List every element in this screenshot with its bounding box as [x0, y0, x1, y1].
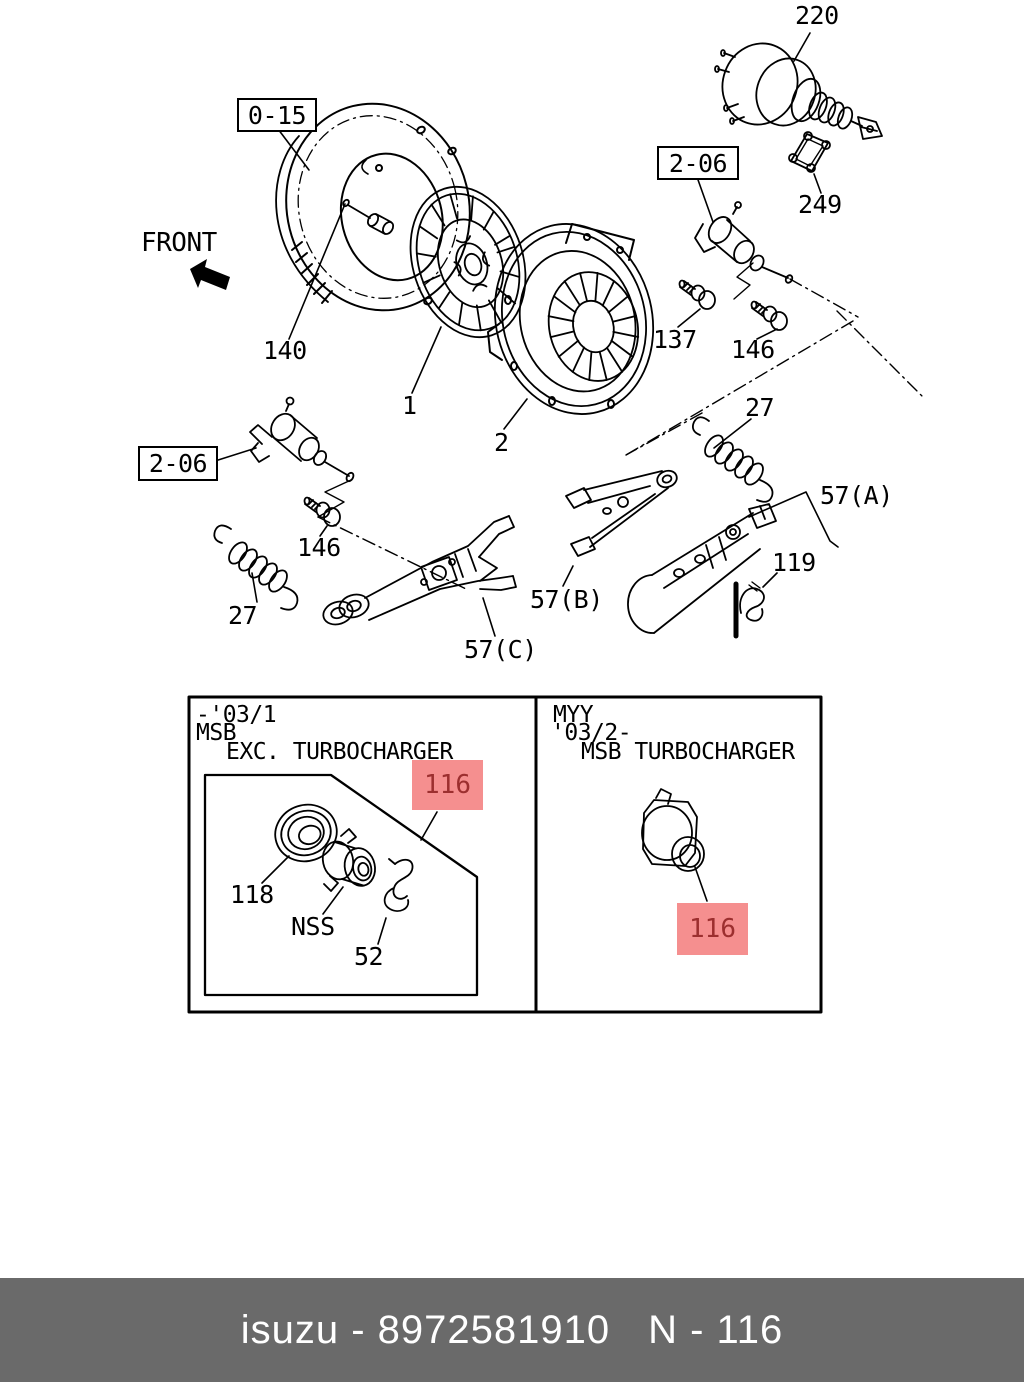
- release-fork-b-drawing: [565, 469, 678, 557]
- return-clip-drawing: [733, 581, 765, 639]
- section-ref-0-15[interactable]: 0-15: [237, 98, 317, 132]
- part-label-57a: 57(A): [820, 481, 893, 510]
- part-label-1: 1: [402, 391, 417, 420]
- part-label-249: 249: [798, 190, 842, 219]
- inset-left-model-line-1: -'03/1: [196, 702, 277, 728]
- zigzag-break-lines: [317, 262, 754, 518]
- part-label-57b: 57(B): [530, 585, 603, 614]
- inset-right-model-line-1: MYY: [553, 702, 594, 728]
- part-label-118: 118: [230, 880, 274, 909]
- section-ref-2-06-lower[interactable]: 2-06: [138, 446, 218, 481]
- spring-left-drawing: [213, 524, 299, 611]
- bolt-137-drawing: [678, 279, 716, 310]
- front-label: FRONT: [141, 228, 217, 258]
- bearing-nss-drawing: [321, 828, 376, 892]
- part-label-140: 140: [263, 336, 307, 365]
- footer-part-number: isuzu - 8972581910: [240, 1307, 611, 1352]
- leader-lines: [214, 32, 839, 945]
- part-label-57c: 57(C): [464, 635, 537, 664]
- part-label-220: 220: [795, 1, 839, 30]
- part-label-nss: NSS: [291, 912, 335, 941]
- bolt-146-lower-drawing: [303, 496, 341, 527]
- pressure-plate-drawing: [487, 223, 655, 415]
- part-label-146-upper: 146: [731, 335, 775, 364]
- inset-left-model-line-3: EXC. TURBOCHARGER: [226, 739, 453, 765]
- part-label-27-right: 27: [745, 393, 775, 422]
- spring-right-drawing: [691, 416, 774, 503]
- release-fork-a-drawing: [627, 503, 777, 634]
- footer-page-ref: N - 116: [648, 1307, 784, 1352]
- construction-lines: [317, 278, 925, 590]
- diagram-line-art: [187, 32, 925, 1014]
- clip-52-drawing: [383, 858, 414, 912]
- footer-bar: isuzu - 8972581910 N - 116: [0, 1278, 1024, 1382]
- part-label-2: 2: [494, 428, 509, 457]
- release-fork-c-drawing: [322, 515, 517, 626]
- highlighted-part-116-right[interactable]: 116: [677, 903, 748, 955]
- part-label-146-lower: 146: [297, 533, 341, 562]
- part-label-137: 137: [653, 325, 697, 354]
- part-label-52: 52: [354, 942, 384, 971]
- highlighted-part-116-left[interactable]: 116: [412, 760, 483, 810]
- bolt-146-upper-drawing: [750, 300, 788, 331]
- seal-118-drawing: [274, 803, 338, 863]
- booster-drawing: [714, 42, 883, 140]
- part-label-27-left: 27: [228, 601, 258, 630]
- inset-right-model-line-2: '03/2-: [551, 720, 632, 746]
- front-arrow-icon: [190, 259, 230, 290]
- part-label-119: 119: [772, 548, 816, 577]
- section-ref-2-06-upper[interactable]: 2-06: [657, 146, 739, 180]
- gasket-drawing: [788, 131, 831, 173]
- slave-cylinder-lower-drawing: [249, 396, 355, 483]
- inset-panel-frame: [187, 695, 823, 1014]
- inset-left-model-line-2: MSB: [196, 720, 237, 746]
- inset-right-model-line-3: MSB TURBOCHARGER: [581, 739, 795, 765]
- pilot-bolt-drawing: [342, 198, 395, 235]
- bearing-116-drawing: [641, 788, 705, 872]
